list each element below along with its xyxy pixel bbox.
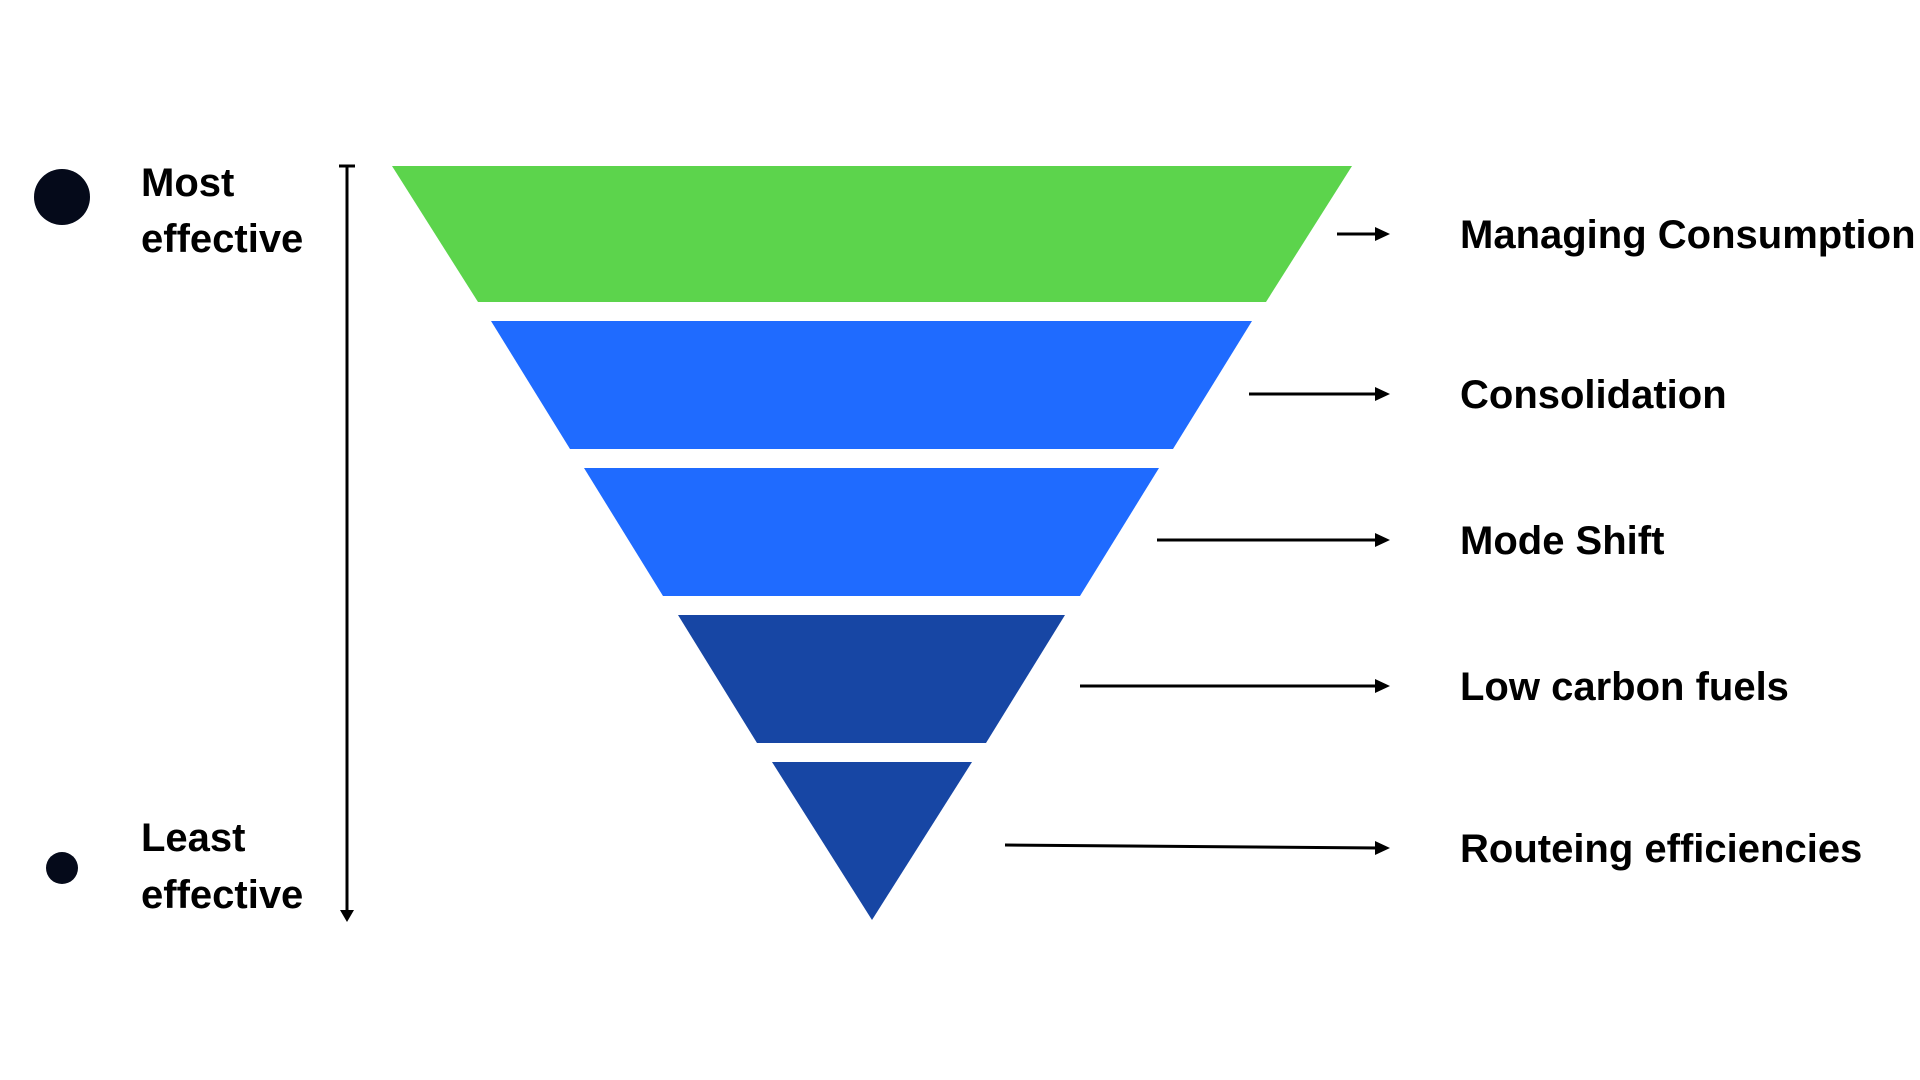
least-label-line1: Least bbox=[141, 816, 246, 860]
tier-3-arrow bbox=[1157, 533, 1390, 547]
tier-4-label: Low carbon fuels bbox=[1460, 665, 1789, 709]
most-label-line2: effective bbox=[141, 217, 303, 261]
most-effective-dot bbox=[34, 169, 90, 225]
tier-3-shape bbox=[584, 468, 1159, 596]
most-effective-label: Most effective bbox=[141, 161, 303, 261]
least-label-line2: effective bbox=[141, 873, 303, 917]
tier-1-shape bbox=[392, 166, 1352, 302]
tier-4-arrow bbox=[1080, 679, 1390, 693]
tier-3-label: Mode Shift bbox=[1460, 519, 1664, 563]
tier-4-shape bbox=[678, 615, 1065, 743]
effectiveness-scale-arrow bbox=[339, 164, 355, 922]
tier-2-label: Consolidation bbox=[1460, 373, 1727, 417]
tier-2-arrow bbox=[1249, 387, 1390, 401]
tier-1-arrow bbox=[1337, 227, 1390, 241]
least-effective-label: Least effective bbox=[141, 816, 303, 917]
tier-5-arrow bbox=[1004, 841, 1390, 855]
tier-2-shape bbox=[491, 321, 1252, 449]
tier-5-label: Routeing efficiencies bbox=[1460, 827, 1862, 871]
tier-1-label: Managing Consumption bbox=[1460, 213, 1916, 257]
most-label-line1: Most bbox=[141, 161, 234, 205]
tier-5-shape bbox=[772, 762, 972, 920]
least-effective-dot bbox=[46, 852, 78, 884]
